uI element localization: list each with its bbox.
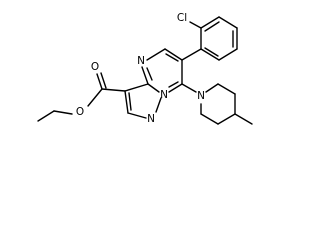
atom-label-piperidine-n: N	[197, 90, 205, 102]
bond-c3-c2	[124, 90, 129, 114]
bond-c3-carbonyl	[101, 88, 126, 92]
bond-c3a-n4	[141, 66, 149, 85]
bond-c7-pip-n	[181, 83, 197, 93]
bond-c3a-n4-inner	[146, 67, 153, 81]
bond-pip-c4-methyl	[234, 113, 253, 125]
bond-c5-c6-inner	[165, 53, 179, 62]
bond-c3-c2-inner	[128, 92, 132, 111]
bond-o-ethyl-ch2	[53, 110, 73, 115]
atom-label-ester-o-carbonyl: O	[91, 61, 99, 73]
atom-label-n1: N	[147, 113, 155, 125]
bond-pip-c4-cc	[217, 113, 236, 125]
bond-pip-ca-cb	[217, 83, 236, 95]
bond-n4-c5	[146, 48, 166, 61]
bond-ph-c2-cl	[189, 21, 202, 29]
bond-n7a-c3a	[147, 83, 160, 93]
bond-carbonyl-o-ether	[87, 88, 103, 107]
bond-c5-c6	[164, 48, 183, 61]
bond-ph-c5-c6	[218, 48, 238, 61]
bond-n1-n7a	[155, 97, 162, 113]
bond-ethyl-ch2-ch3	[37, 110, 55, 122]
atom-labels: Cl N N N N O O	[76, 12, 205, 125]
bond-ph-c3-c4	[218, 16, 238, 29]
atom-label-n7a: N	[160, 89, 168, 101]
atom-label-n4: N	[137, 55, 145, 67]
bond-c7-n7a	[168, 83, 183, 93]
atom-label-chlorine: Cl	[177, 12, 187, 24]
bond-ph-c6-c1	[200, 48, 220, 61]
atom-label-ester-o-ether: O	[76, 106, 84, 118]
bond-pip-cc-cd	[200, 113, 219, 125]
bond-carbonyl-o-double-a	[96, 73, 103, 90]
bond-c3a-c3	[124, 83, 149, 92]
bond-pip-n-ca	[205, 83, 219, 93]
bond-ph-c2-c3	[200, 16, 220, 29]
bond-ph-inner-a	[204, 21, 220, 32]
chemical-structure-diagram: Cl N N N N O O	[37, 12, 253, 125]
bond-c2-n1	[127, 112, 147, 119]
bond-c7-n7a-inner	[168, 81, 179, 88]
bond-c6-phenyl	[181, 48, 202, 61]
bonds	[37, 16, 253, 125]
bond-ph-inner-c	[204, 47, 219, 57]
bond-carbonyl-o-double-b	[100, 72, 107, 89]
